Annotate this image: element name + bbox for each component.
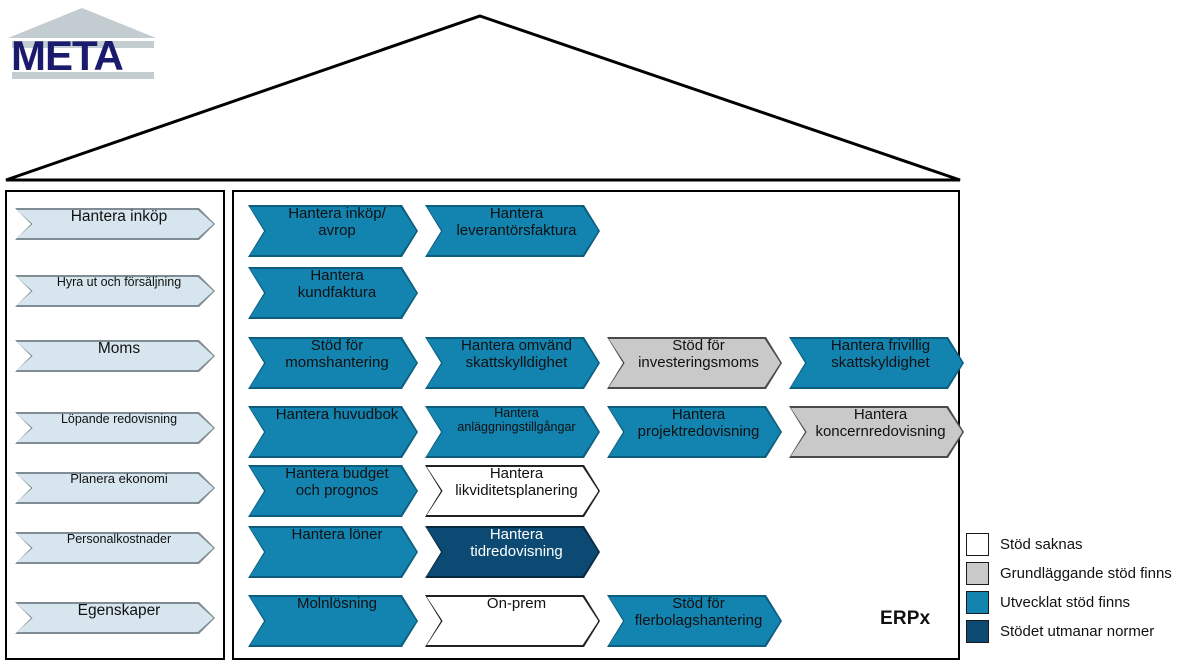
- chevron-fill: [427, 597, 599, 646]
- process-chevron-r3-c2[interactable]: Hantera omvänd skattskylldighet: [425, 337, 600, 389]
- legend-swatch-icon: [966, 562, 989, 585]
- chevron-fill: [17, 604, 214, 633]
- chevron-fill: [17, 534, 214, 563]
- chevron-fill: [17, 474, 214, 503]
- legend-swatch-icon: [966, 591, 989, 614]
- chevron-fill: [791, 408, 963, 457]
- capability-chevron-3[interactable]: Moms: [15, 340, 215, 372]
- legend-item-4: Stödet utmanar normer: [966, 617, 1200, 646]
- chevron-fill: [17, 210, 214, 239]
- chevron-fill: [17, 277, 214, 306]
- chevron-fill: [609, 408, 781, 457]
- process-chevron-r7-c2[interactable]: On-prem: [425, 595, 600, 647]
- chevron-fill: [250, 339, 417, 388]
- legend-swatch-icon: [966, 533, 989, 556]
- process-chevron-r3-c3[interactable]: Stöd för investeringsmoms: [607, 337, 782, 389]
- capability-chevron-2[interactable]: Hyra ut och försäljning: [15, 275, 215, 307]
- chevron-fill: [609, 597, 781, 646]
- process-chevron-r5-c1[interactable]: Hantera budget och prognos: [248, 465, 418, 517]
- capability-chevron-5[interactable]: Planera ekonomi: [15, 471, 215, 504]
- process-chevron-r2-c1[interactable]: Hantera kundfaktura: [248, 267, 418, 319]
- chevron-fill: [17, 342, 214, 371]
- meta-logo: META: [6, 4, 166, 82]
- legend-swatch-icon: [966, 620, 989, 643]
- process-chevron-r3-c4[interactable]: Hantera frivillig skattskyldighet: [789, 337, 964, 389]
- chevron-fill: [427, 339, 599, 388]
- chevron-fill: [250, 269, 417, 318]
- chevron-fill: [17, 414, 214, 443]
- process-chevron-r4-c4[interactable]: Hantera koncernredovisning: [789, 406, 964, 458]
- process-chevron-r5-c2[interactable]: Hantera likviditetsplanering: [425, 465, 600, 517]
- process-chevron-r6-c2[interactable]: Hantera tidredovisning: [425, 526, 600, 578]
- system-label: ERPx: [880, 608, 931, 629]
- legend-item-1: Stöd saknas: [966, 530, 1200, 559]
- legend-item-2: Grundläggande stöd finns: [966, 559, 1200, 588]
- process-chevron-r1-c1[interactable]: Hantera inköp/ avrop: [248, 205, 418, 257]
- legend-label: Stödet utmanar normer: [1000, 623, 1155, 640]
- chevron-fill: [427, 467, 599, 516]
- process-chevron-r7-c3[interactable]: Stöd för flerbolagshantering: [607, 595, 782, 647]
- meta-logo-svg: META: [8, 8, 156, 79]
- chevron-fill: [427, 528, 599, 577]
- process-chevron-r4-c2[interactable]: Hantera anläggningstillgångar: [425, 406, 600, 458]
- chevron-fill: [250, 528, 417, 577]
- chevron-fill: [250, 408, 417, 457]
- chevron-fill: [427, 408, 599, 457]
- capability-chevron-1[interactable]: Hantera inköp: [15, 208, 215, 240]
- legend-label: Grundläggande stöd finns: [1000, 565, 1172, 582]
- process-chevron-r3-c1[interactable]: Stöd för momshantering: [248, 337, 418, 389]
- chevron-fill: [250, 467, 417, 516]
- process-chevron-r7-c1[interactable]: Molnlösning: [248, 595, 418, 647]
- capability-chevron-7[interactable]: Egenskaper: [15, 602, 215, 634]
- process-chevron-r6-c1[interactable]: Hantera löner: [248, 526, 418, 578]
- logo-wordmark: META: [11, 32, 124, 79]
- chevron-fill: [427, 207, 599, 256]
- process-chevron-r1-c2[interactable]: Hantera leverantörsfaktura: [425, 205, 600, 257]
- legend-label: Utvecklat stöd finns: [1000, 594, 1131, 611]
- chevron-fill: [609, 339, 781, 388]
- process-chevron-r4-c1[interactable]: Hantera huvudbok: [248, 406, 418, 458]
- chevron-fill: [791, 339, 963, 388]
- chevron-fill: [250, 597, 417, 646]
- process-chevron-r4-c3[interactable]: Hantera projektredovisning: [607, 406, 782, 458]
- legend-item-3: Utvecklat stöd finns: [966, 588, 1200, 617]
- legend-label: Stöd saknas: [1000, 536, 1083, 553]
- capability-chevron-4[interactable]: Löpande redovisning: [15, 412, 215, 444]
- chevron-fill: [250, 207, 417, 256]
- capability-chevron-6[interactable]: Personalkostnader: [15, 532, 215, 564]
